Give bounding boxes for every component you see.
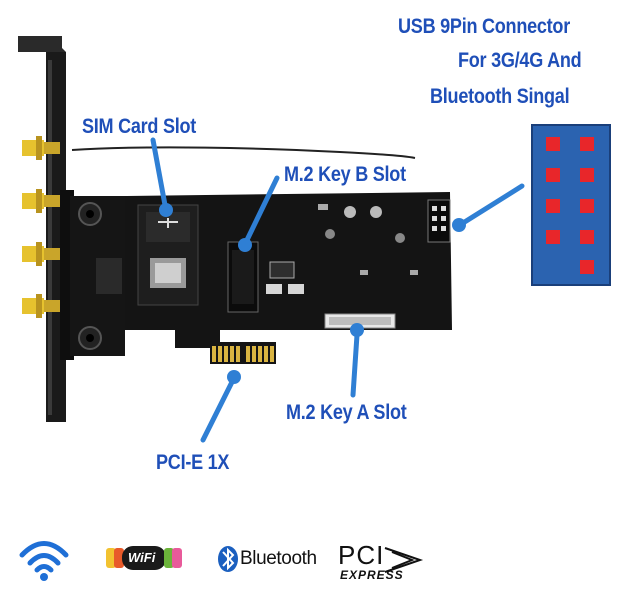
pci-logo-text: PCI bbox=[338, 540, 385, 570]
sim-card-holder bbox=[137, 204, 199, 306]
antenna-connector-1 bbox=[22, 136, 60, 160]
arrow-usb bbox=[452, 183, 525, 232]
arrow-sim bbox=[150, 137, 173, 217]
antenna-cable bbox=[71, 146, 416, 159]
usb-connector-label-line1: USB 9Pin Connector bbox=[398, 15, 570, 38]
express-logo-text: EXPRESS bbox=[340, 568, 404, 582]
main-pcb bbox=[125, 192, 452, 364]
m2-key-a-label: M.2 Key A Slot bbox=[286, 401, 407, 424]
wifi-alliance-logo bbox=[106, 546, 182, 570]
bluetooth-logo bbox=[218, 546, 238, 572]
wifi-signal-icon bbox=[19, 541, 69, 581]
m2-key-b-label: M.2 Key B Slot bbox=[284, 163, 406, 186]
antenna-connector-4 bbox=[22, 294, 60, 318]
callout-arrows bbox=[150, 137, 525, 443]
antenna-connector-3 bbox=[22, 242, 60, 266]
pci-express-logo bbox=[384, 547, 424, 573]
pcie-label: PCI-E 1X bbox=[156, 451, 230, 474]
antenna-connectors bbox=[22, 136, 60, 318]
arrow-m2b bbox=[238, 175, 280, 252]
antenna-connector-2 bbox=[22, 189, 60, 213]
pcie-gold-fingers bbox=[210, 342, 276, 364]
usb-9pin-diagram bbox=[531, 124, 611, 286]
wifi-logo-text: WiFi bbox=[128, 550, 156, 565]
usb-connector-label-line2: For 3G/4G And bbox=[458, 49, 582, 72]
arrow-m2a bbox=[350, 323, 364, 398]
sim-slot-label: SIM Card Slot bbox=[82, 115, 197, 138]
bluetooth-logo-text: Bluetooth bbox=[240, 548, 317, 569]
usb-connector-label-line3: Bluetooth Singal bbox=[430, 85, 570, 108]
arrow-pcie bbox=[200, 370, 241, 443]
left-board bbox=[70, 196, 125, 356]
usb-header bbox=[427, 199, 451, 243]
metal-bracket bbox=[18, 36, 74, 422]
m2-key-b-slot bbox=[227, 241, 259, 313]
